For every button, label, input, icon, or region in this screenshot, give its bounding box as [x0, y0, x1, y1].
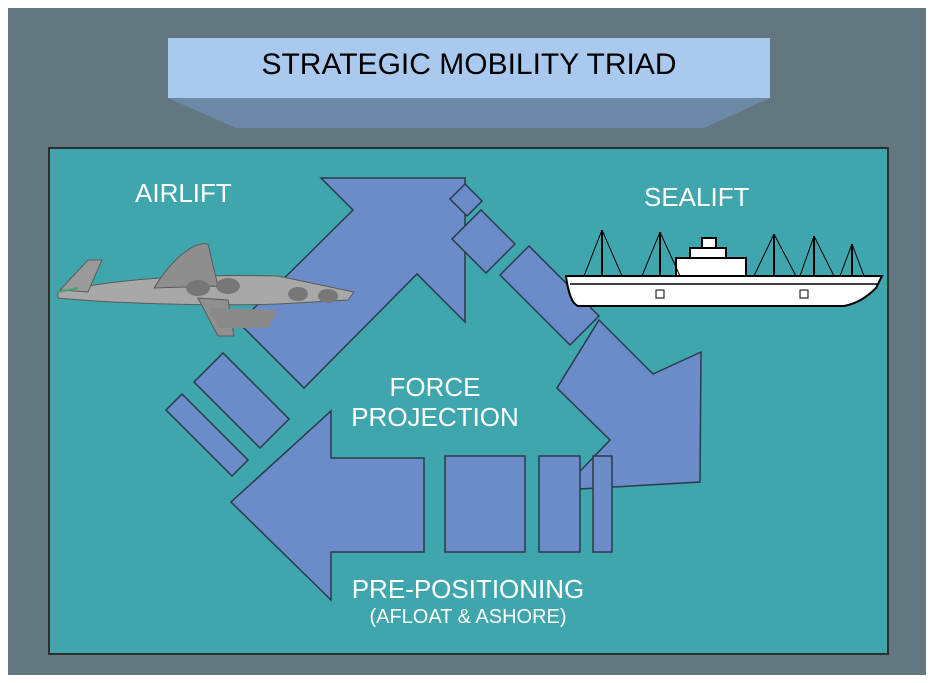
slide-background: STRATEGIC MOBILITY TRIAD AIRLIFT SEALIFT…: [8, 8, 926, 675]
c17-transport-aircraft-icon: [57, 243, 355, 337]
cargo-ship-icon: [564, 229, 884, 307]
prepositioning-sublabel: (AFLOAT & ASHORE): [369, 606, 567, 628]
prepositioning-arrow: [229, 409, 613, 602]
center-label-force: FORCE: [389, 372, 481, 402]
title-banner: [168, 38, 770, 128]
triad-diagram: [48, 38, 889, 655]
sealift-arrow: [448, 182, 702, 491]
page-title: STRATEGIC MOBILITY TRIAD: [261, 48, 677, 81]
sealift-label: SEALIFT: [644, 182, 750, 212]
prepositioning-label: PRE-POSITIONING: [351, 574, 585, 604]
airlift-label: AIRLIFT: [135, 178, 232, 208]
center-label-projection: PROJECTION: [351, 402, 519, 432]
